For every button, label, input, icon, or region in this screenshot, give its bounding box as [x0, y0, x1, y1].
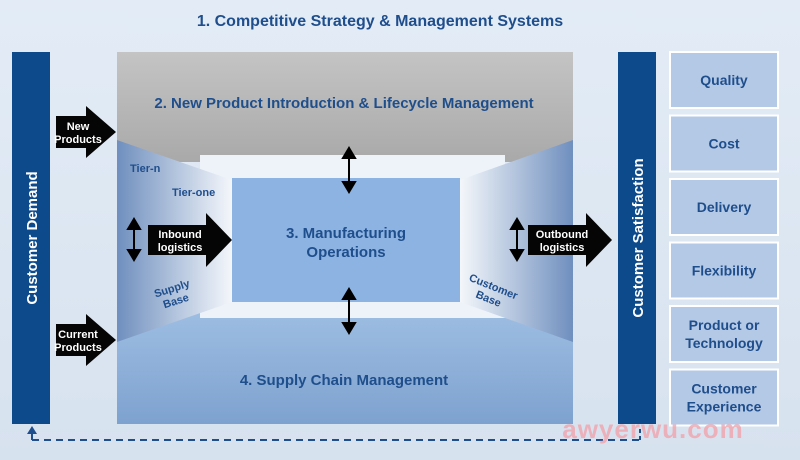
- current-products-label-line2: Products: [54, 342, 102, 354]
- watermark: awyerwu.com: [562, 414, 744, 444]
- satisfaction-item-label: Experience: [687, 399, 762, 415]
- satisfaction-item-label: Product or: [689, 317, 760, 333]
- double-arrow-top: [341, 146, 357, 194]
- new-products-label-line2: Products: [54, 134, 102, 146]
- satisfaction-item-label: Quality: [700, 72, 748, 88]
- double-arrow-right: [509, 217, 525, 262]
- outbound-logistics-arrow: [528, 213, 612, 267]
- new-products-label-line1: New: [67, 121, 90, 133]
- supply-chain-label: 4. Supply Chain Management: [240, 372, 448, 389]
- double-arrow-bottom: [341, 287, 357, 335]
- satisfaction-box: [669, 178, 779, 236]
- new-products-arrow: [56, 106, 116, 158]
- satisfaction-box: [669, 241, 779, 300]
- outbound-label-line1: Outbound: [536, 229, 589, 241]
- satisfaction-box: [669, 368, 779, 427]
- double-arrow-left: [126, 217, 142, 262]
- tier-n-label: Tier-n: [130, 163, 161, 175]
- satisfaction-item-label: Customer: [691, 381, 757, 397]
- satisfaction-box: [669, 305, 779, 363]
- satisfaction-item-label: Flexibility: [692, 263, 757, 279]
- new-product-block: [117, 52, 573, 162]
- customer-satisfaction-bar: [618, 52, 656, 424]
- customer-demand-label: Customer Demand: [24, 171, 41, 304]
- satisfaction-item-label: Technology: [685, 335, 763, 351]
- feedback-loop: [27, 426, 641, 441]
- tier-one-label: Tier-one: [172, 187, 215, 199]
- current-products-label-line1: Current: [58, 329, 98, 341]
- customer-demand-bar: [12, 52, 50, 424]
- inbound-label-line2: logistics: [158, 242, 203, 254]
- inbound-logistics-arrow: [148, 213, 232, 267]
- inbound-label-line1: Inbound: [158, 229, 201, 241]
- manufacturing-label-line1: 3. Manufacturing: [286, 225, 406, 242]
- strategy-title: 1. Competitive Strategy & Management Sys…: [197, 13, 563, 30]
- satisfaction-item-label: Cost: [708, 136, 739, 152]
- customer-satisfaction-label: Customer Satisfaction: [630, 158, 647, 317]
- satisfaction-box: [669, 51, 779, 109]
- supply-chain-block: [117, 312, 573, 424]
- manufacturing-block: [232, 178, 460, 302]
- manufacturing-label-line2: Operations: [306, 244, 385, 261]
- satisfaction-box: [669, 114, 779, 173]
- outbound-label-line2: logistics: [540, 242, 585, 254]
- new-product-label: 2. New Product Introduction & Lifecycle …: [154, 95, 533, 112]
- current-products-arrow: [56, 314, 116, 366]
- satisfaction-item-label: Delivery: [697, 199, 752, 215]
